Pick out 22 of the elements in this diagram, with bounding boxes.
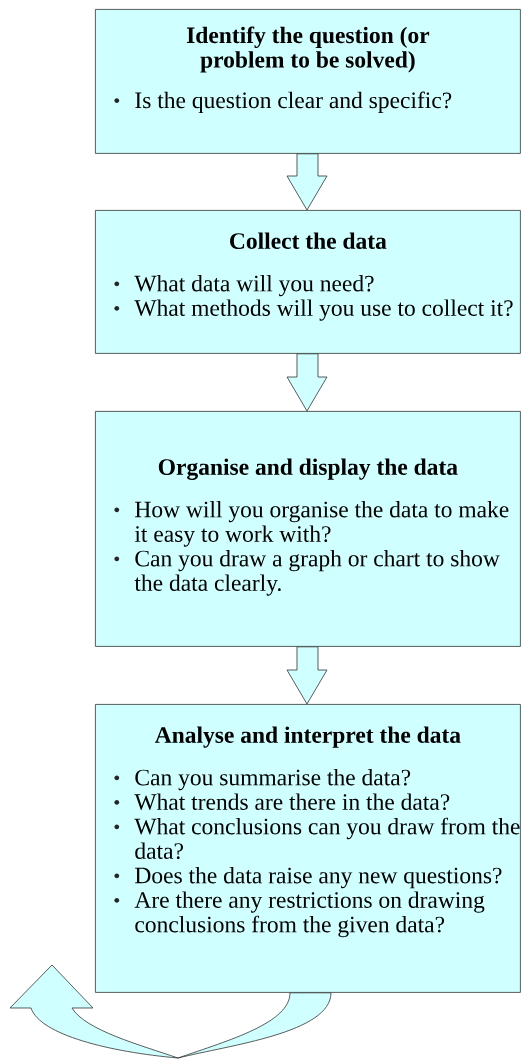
curved-block-arrow <box>9 964 332 1059</box>
bullet-item: What methods will you use to collect it? <box>114 299 513 321</box>
bullet-item: Can you summarise the data? <box>114 768 411 791</box>
bullet-item: Is the question clear and specific? <box>114 91 452 113</box>
block-arrow <box>286 646 328 705</box>
process-box <box>95 210 521 354</box>
bullet-item: How will you organise the data to make it easy to work with? <box>114 500 509 547</box>
process-box <box>95 9 521 154</box>
box-heading: Identify the question (or problem to be solved) <box>186 26 430 73</box>
box-heading: Analyse and interpret the data <box>154 726 461 748</box>
box-heading: Organise and display the data <box>158 458 458 480</box>
block-arrow <box>286 353 328 412</box>
bullet-item: What data will you need? <box>114 274 374 297</box>
bullet-item: Can you draw a graph or chart to show the data clearly. <box>114 549 500 596</box>
box-heading: Collect the data <box>230 232 387 249</box>
bullet-item: What trends are there in the data? <box>114 793 450 811</box>
process-box <box>95 411 521 647</box>
block-arrow <box>286 153 328 211</box>
bullet-item: Are there any restrictions on drawing conclusions from the given data? <box>114 891 485 938</box>
bullet-item: What conclusions can you draw from the data? <box>114 817 520 860</box>
process-box <box>95 704 521 993</box>
bullet-item: Does the data raise any new questions? <box>114 866 502 889</box>
